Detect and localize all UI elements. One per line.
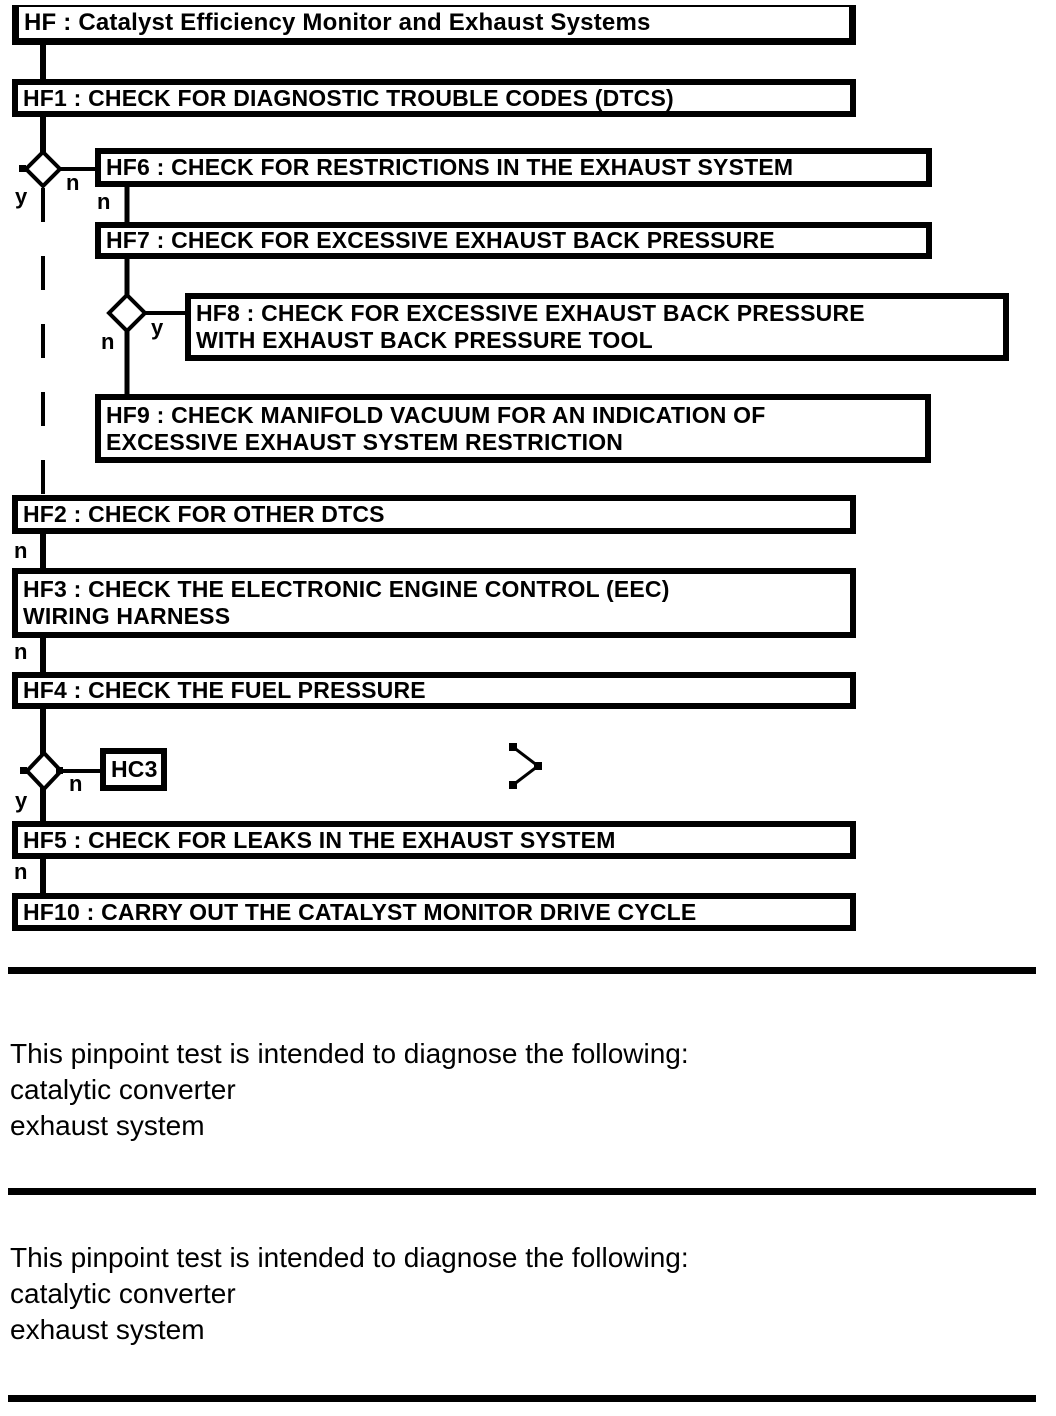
node-hf8: HF8 : CHECK FOR EXCESSIVE EXHAUST BACK P… [185, 293, 1009, 361]
node-hf1-label: HF1 : CHECK FOR DIAGNOSTIC TROUBLE CODES… [23, 84, 674, 111]
branch-label-d3-no: n [69, 771, 83, 796]
note-1-line-1: This pinpoint test is intended to diagno… [10, 1038, 689, 1069]
branch-label-hf5-no: n [14, 859, 28, 884]
pinpoint-note-1: This pinpoint test is intended to diagno… [10, 1036, 689, 1144]
node-hf9: HF9 : CHECK MANIFOLD VACUUM FOR AN INDIC… [95, 394, 931, 463]
note-1-line-2: catalytic converter [10, 1074, 236, 1105]
section-divider-2 [8, 1188, 1036, 1195]
branch-label-d1-no: n [66, 170, 80, 195]
decision-diamond-back-pressure [106, 292, 148, 334]
branch-label-hf2-no: n [14, 538, 28, 563]
node-hc3-label: HC3 [111, 756, 158, 782]
branch-label-d2-yes: y [151, 315, 164, 340]
note-2-line-2: catalytic converter [10, 1278, 236, 1309]
section-divider-1 [8, 967, 1036, 974]
node-hf1: HF1 : CHECK FOR DIAGNOSTIC TROUBLE CODES… [12, 79, 856, 117]
node-hf9-label: HF9 : CHECK MANIFOLD VACUUM FOR AN INDIC… [106, 401, 766, 455]
section-divider-3 [8, 1395, 1036, 1402]
node-hc3: HC3 [100, 748, 167, 791]
flowchart-title-box: HF : Catalyst Efficiency Monitor and Exh… [12, 5, 856, 45]
node-hf2: HF2 : CHECK FOR OTHER DTCS [12, 495, 856, 534]
node-hf3-label: HF3 : CHECK THE ELECTRONIC ENGINE CONTRO… [23, 576, 670, 629]
node-hf10: HF10 : CARRY OUT THE CATALYST MONITOR DR… [12, 893, 856, 931]
branch-label-d1-yes: y [15, 184, 28, 209]
node-hf2-label: HF2 : CHECK FOR OTHER DTCS [23, 501, 385, 527]
node-hf4-label: HF4 : CHECK THE FUEL PRESSURE [23, 677, 426, 703]
decision-diamond-dtc-found [23, 149, 63, 189]
branch-label-d2-no: n [101, 329, 115, 354]
node-hf6-label: HF6 : CHECK FOR RESTRICTIONS IN THE EXHA… [106, 154, 794, 180]
branch-label-d3-yes: y [15, 788, 28, 813]
note-2-line-3: exhaust system [10, 1314, 205, 1345]
decision-diamond-fuel-pressure [24, 750, 64, 792]
chevron-top-dot [509, 743, 517, 751]
diamond-1-left-stub [19, 165, 26, 172]
node-hf8-label: HF8 : CHECK FOR EXCESSIVE EXHAUST BACK P… [196, 300, 865, 353]
diamond-3-right-stub [56, 767, 63, 774]
chevron-bottom-dot [509, 781, 517, 789]
node-hf4: HF4 : CHECK THE FUEL PRESSURE [12, 672, 856, 709]
node-hf5-label: HF5 : CHECK FOR LEAKS IN THE EXHAUST SYS… [23, 826, 616, 853]
chevron-mid-dot [534, 762, 542, 770]
note-2-line-1: This pinpoint test is intended to diagno… [10, 1242, 689, 1273]
node-hf7-label: HF7 : CHECK FOR EXCESSIVE EXHAUST BACK P… [106, 227, 775, 253]
pinpoint-note-2: This pinpoint test is intended to diagno… [10, 1240, 689, 1348]
node-hf6: HF6 : CHECK FOR RESTRICTIONS IN THE EXHA… [95, 148, 932, 187]
branch-label-hf3-no: n [14, 639, 28, 664]
diamond-3-left-stub [20, 767, 27, 774]
node-hf10-label: HF10 : CARRY OUT THE CATALYST MONITOR DR… [23, 898, 697, 925]
note-1-line-3: exhaust system [10, 1110, 205, 1141]
flowchart-title: HF : Catalyst Efficiency Monitor and Exh… [24, 9, 651, 36]
node-hf3: HF3 : CHECK THE ELECTRONIC ENGINE CONTRO… [12, 568, 856, 638]
branch-label-hf6-no: n [97, 189, 111, 214]
node-hf7: HF7 : CHECK FOR EXCESSIVE EXHAUST BACK P… [95, 222, 932, 259]
node-hf5: HF5 : CHECK FOR LEAKS IN THE EXHAUST SYS… [12, 821, 856, 859]
